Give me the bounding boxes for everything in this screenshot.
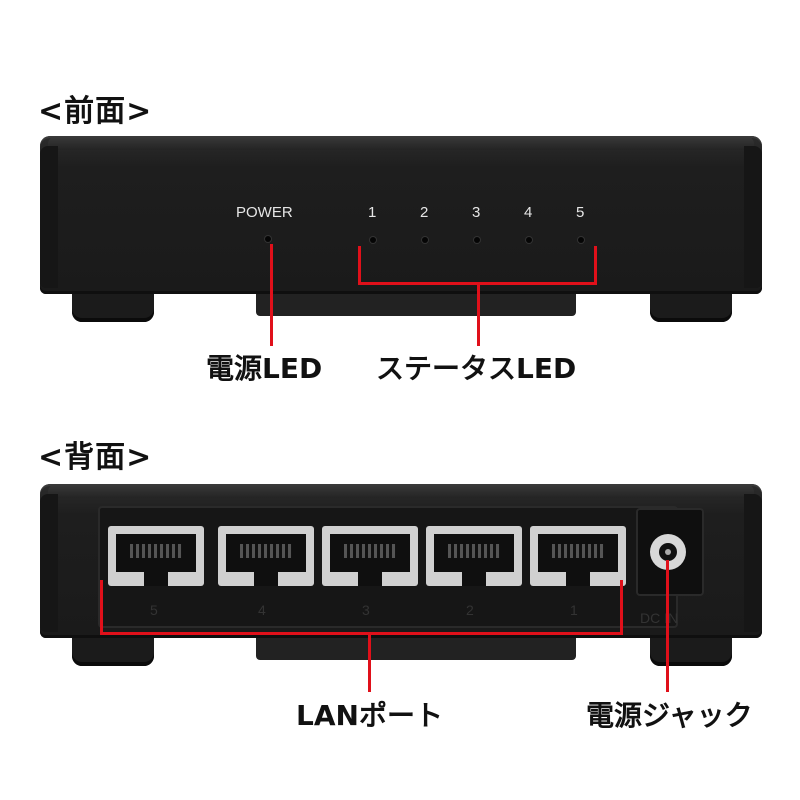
back-foot-right xyxy=(650,638,732,666)
status-led-1 xyxy=(370,237,376,243)
lan-bracket-right xyxy=(620,580,623,634)
device-top-edge xyxy=(48,136,754,150)
port-number-1: 1 xyxy=(570,602,578,618)
back-section-title: <背面> xyxy=(38,440,153,475)
power-label: POWER xyxy=(236,204,293,221)
device-top-edge xyxy=(48,484,754,498)
device-back-view: 5 4 3 2 1 DC IN xyxy=(40,484,762,638)
status-number-5: 5 xyxy=(576,204,585,221)
status-led-2 xyxy=(422,237,428,243)
port-number-3: 3 xyxy=(362,602,370,618)
front-foot-left xyxy=(72,294,154,322)
front-section-title: <前面> xyxy=(38,94,153,129)
status-number-3: 3 xyxy=(472,204,481,221)
lan-bracket-bottom xyxy=(100,632,623,635)
device-left-side xyxy=(40,146,58,288)
device-left-side xyxy=(40,494,58,632)
lan-port-panel: 5 4 3 2 1 xyxy=(98,506,678,628)
callout-status-led: ステータスLED xyxy=(376,352,577,385)
dc-jack-pin xyxy=(665,549,671,555)
callout-lan-port: LANポート xyxy=(296,699,443,732)
back-foot-left xyxy=(72,638,154,666)
dc-in-label: DC IN xyxy=(640,610,679,626)
lan-port-3[interactable] xyxy=(322,526,418,586)
dc-jack-housing xyxy=(636,508,704,596)
port-number-5: 5 xyxy=(150,602,158,618)
front-foot-right xyxy=(650,294,732,322)
status-led-5 xyxy=(578,237,584,243)
power-jack-pointer xyxy=(666,560,669,692)
front-base-strip xyxy=(256,294,576,316)
port-number-4: 4 xyxy=(258,602,266,618)
device-right-side xyxy=(744,146,762,288)
callout-power-jack: 電源ジャック xyxy=(586,699,753,732)
lan-port-5[interactable] xyxy=(108,526,204,586)
device-right-side xyxy=(744,494,762,632)
status-number-4: 4 xyxy=(524,204,533,221)
device-front-view: POWER 1 2 3 4 5 xyxy=(40,136,762,294)
lan-port-pointer xyxy=(368,632,371,692)
lan-bracket-left xyxy=(100,580,103,634)
status-led-4 xyxy=(526,237,532,243)
status-led-3 xyxy=(474,237,480,243)
port-number-2: 2 xyxy=(466,602,474,618)
power-led-pointer xyxy=(270,244,273,346)
lan-port-1[interactable] xyxy=(530,526,626,586)
lan-port-4[interactable] xyxy=(218,526,314,586)
status-number-1: 1 xyxy=(368,204,377,221)
status-bracket-left xyxy=(358,246,361,284)
lan-port-2[interactable] xyxy=(426,526,522,586)
status-led-pointer xyxy=(477,282,480,346)
callout-power-led: 電源LED xyxy=(206,352,323,385)
power-led xyxy=(265,236,271,242)
back-base-strip xyxy=(256,638,576,660)
status-number-2: 2 xyxy=(420,204,429,221)
status-bracket-right xyxy=(594,246,597,284)
